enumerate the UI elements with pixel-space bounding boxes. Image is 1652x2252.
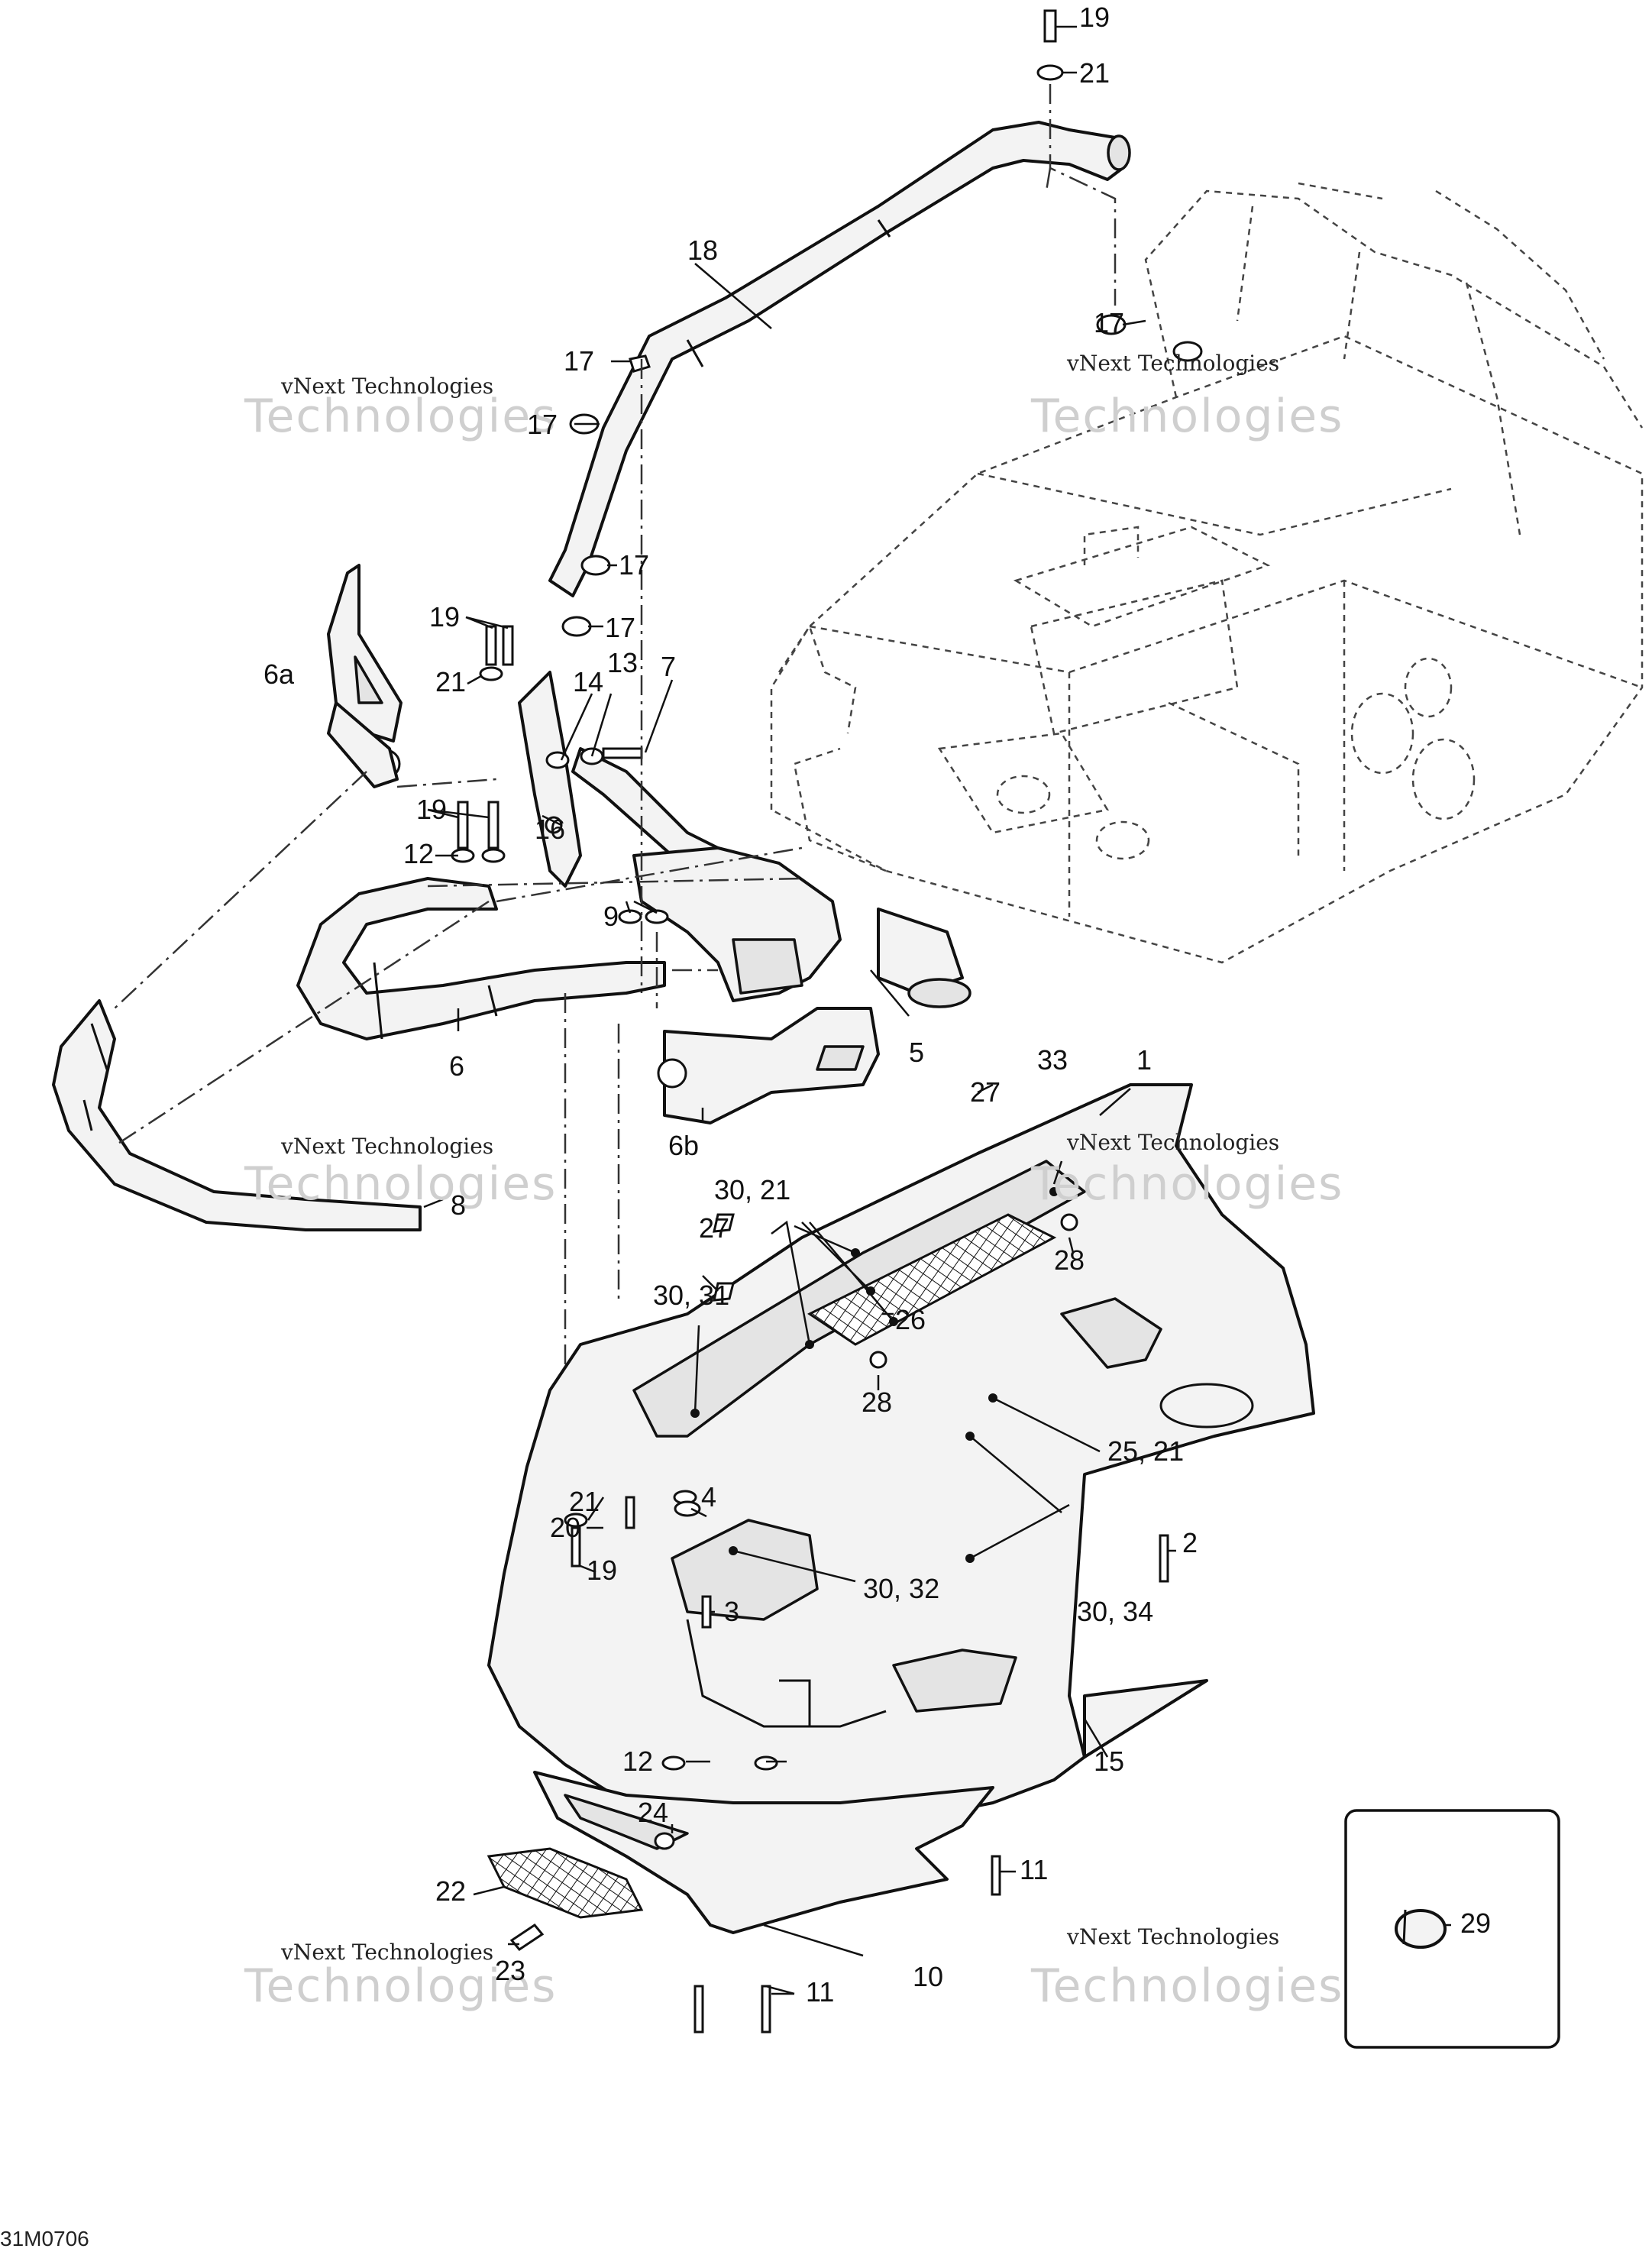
callout-17: 17 xyxy=(564,345,594,377)
callout-6: 6 xyxy=(449,1050,464,1082)
callout-15: 15 xyxy=(1094,1746,1124,1777)
callout-30-31: 30, 31 xyxy=(653,1280,729,1311)
callout-5: 5 xyxy=(909,1037,924,1068)
callout-3: 3 xyxy=(724,1596,739,1627)
top-tube-18 xyxy=(548,121,1131,597)
callout-21: 21 xyxy=(435,666,466,697)
bumper-bracket-8 xyxy=(52,999,422,1231)
callout-25-21: 25, 21 xyxy=(1107,1435,1184,1467)
watermark-line2: Technologies xyxy=(1030,390,1343,443)
steering-column-5 xyxy=(632,846,971,1008)
mesh-22 xyxy=(487,1847,644,1919)
bracket-16 xyxy=(518,671,582,888)
callout-18: 18 xyxy=(687,235,718,266)
fasteners-lower xyxy=(509,1213,1169,2034)
callout-28: 28 xyxy=(1054,1244,1085,1276)
callout-20: 20 xyxy=(550,1512,580,1543)
callout-30-21: 30, 21 xyxy=(714,1174,790,1205)
callout-28: 28 xyxy=(862,1386,892,1418)
watermark-line2: Technologies xyxy=(244,1959,557,2013)
callout-27: 27 xyxy=(970,1076,1001,1108)
callout-23: 23 xyxy=(495,1955,525,1986)
watermark-line1: vNext Technologies xyxy=(280,374,493,399)
callout-12: 12 xyxy=(403,838,434,869)
callout-17: 17 xyxy=(527,409,558,440)
watermark-line1: vNext Technologies xyxy=(280,1940,493,1965)
callout-14: 14 xyxy=(573,666,603,697)
callout-10: 10 xyxy=(913,1961,943,1992)
callout-19: 19 xyxy=(587,1555,617,1586)
callout-2: 2 xyxy=(1182,1527,1198,1558)
callout-11: 11 xyxy=(806,1976,834,2008)
watermark-line1: vNext Technologies xyxy=(1066,351,1279,376)
callout-17: 17 xyxy=(1094,307,1124,338)
watermark-line2: Technologies xyxy=(1030,1959,1343,2013)
callout-26: 26 xyxy=(895,1304,926,1335)
callout-1: 1 xyxy=(1136,1044,1152,1076)
callout-19: 19 xyxy=(416,794,447,825)
watermark-line1: vNext Technologies xyxy=(1066,1130,1279,1155)
callout-6a: 6a xyxy=(263,658,295,690)
callout-4: 4 xyxy=(701,1481,716,1513)
leader-lines xyxy=(423,25,1451,1995)
callout-9: 9 xyxy=(603,901,619,932)
watermark-line1: vNext Technologies xyxy=(1066,1924,1279,1949)
callout-17: 17 xyxy=(605,612,635,643)
callout-30-34: 30, 34 xyxy=(1077,1596,1153,1627)
watermark-line1: vNext Technologies xyxy=(280,1134,493,1159)
bracket-6b xyxy=(657,1007,880,1124)
assembly-lines xyxy=(114,84,1117,1681)
callout-33: 33 xyxy=(1037,1044,1068,1076)
front-bumper-6 xyxy=(296,877,666,1040)
side-panel-15 xyxy=(1083,1679,1208,1759)
watermark-line2: Technologies xyxy=(1030,1157,1343,1211)
callout-29: 29 xyxy=(1460,1907,1491,1939)
chassis-frame xyxy=(770,182,1644,964)
callout-12: 12 xyxy=(622,1746,653,1777)
belly-pan-1 xyxy=(487,1083,1315,1843)
callout-16: 16 xyxy=(535,814,565,845)
watermark-line2: Technologies xyxy=(244,390,557,443)
callout-11: 11 xyxy=(1020,1854,1048,1885)
callout-21: 21 xyxy=(569,1486,600,1517)
callout-24: 24 xyxy=(638,1797,668,1828)
bracket-6a xyxy=(327,564,402,788)
callout-19: 19 xyxy=(429,601,460,633)
callout-30-32: 30, 32 xyxy=(863,1573,939,1604)
callout-6b: 6b xyxy=(668,1130,699,1161)
watermarks: Technologies vNext Technologies Technolo… xyxy=(244,351,1343,2013)
diagram-code: 31M0706 xyxy=(0,2227,89,2250)
watermark-line2: Technologies xyxy=(244,1157,557,1211)
callout-7: 7 xyxy=(661,651,676,682)
callout-19: 19 xyxy=(1079,2,1110,33)
callout-22: 22 xyxy=(435,1875,466,1907)
callout-labels: 19 21 18 17 17 17 17 17 19 6a 21 14 13 7… xyxy=(0,2,1491,2250)
callout-8: 8 xyxy=(451,1189,466,1221)
callout-13: 13 xyxy=(607,647,638,678)
callout-21: 21 xyxy=(1079,57,1110,89)
cap-29-box xyxy=(1344,1809,1560,2049)
callout-27: 27 xyxy=(699,1212,729,1244)
callout-17: 17 xyxy=(619,549,649,581)
